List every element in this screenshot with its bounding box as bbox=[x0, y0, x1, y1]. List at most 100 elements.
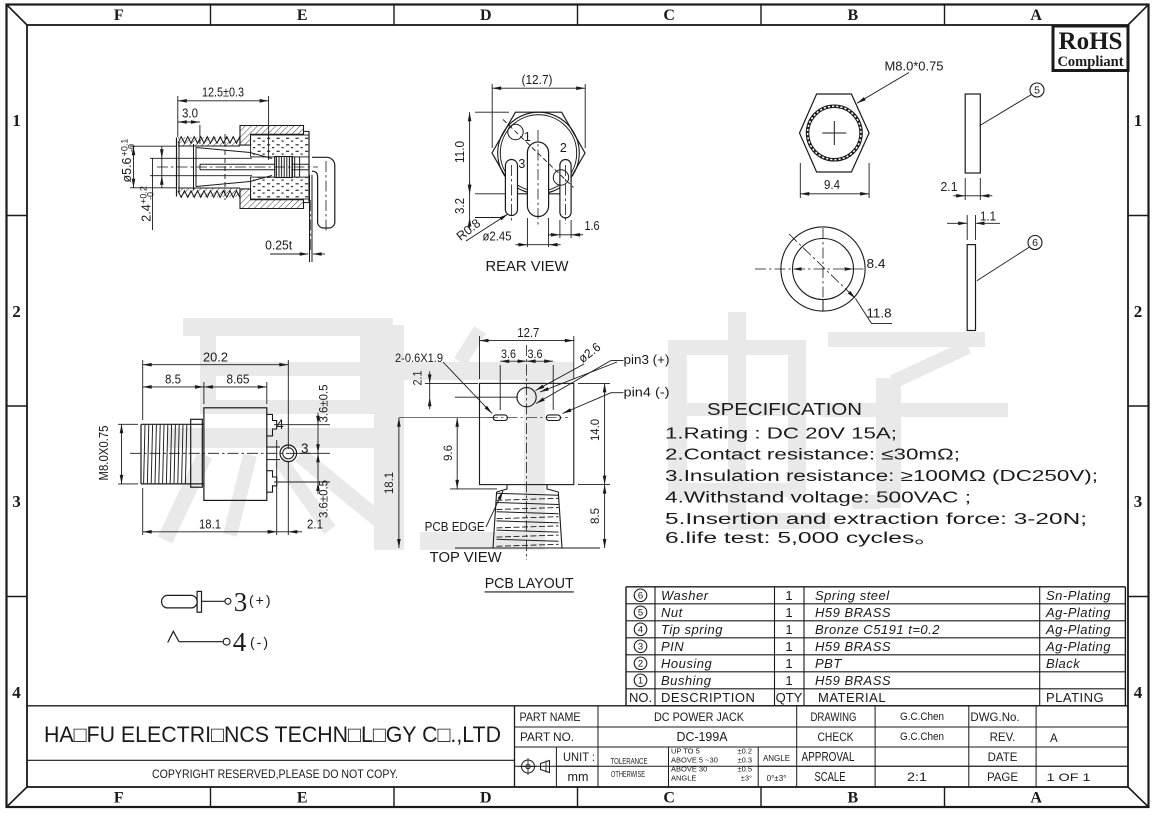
svg-text:3.6: 3.6 bbox=[528, 347, 543, 361]
svg-text:PLATING: PLATING bbox=[1046, 690, 1104, 705]
svg-text:PBT: PBT bbox=[815, 656, 842, 671]
svg-text:2.1: 2.1 bbox=[307, 518, 323, 532]
svg-text:5.Insertion and extraction for: 5.Insertion and extraction force: 3-20N; bbox=[665, 511, 1087, 528]
svg-text:11.8: 11.8 bbox=[867, 307, 892, 321]
svg-text:4.Withstand voltage: 500VAC ;: 4.Withstand voltage: 500VAC ; bbox=[665, 490, 971, 507]
svg-text:±0.3: ±0.3 bbox=[737, 756, 752, 765]
svg-text:Tip spring: Tip spring bbox=[661, 622, 723, 637]
svg-text:Compliant: Compliant bbox=[1057, 54, 1123, 70]
svg-text:PCB LAYOUT: PCB LAYOUT bbox=[485, 576, 574, 592]
svg-text:REAR VIEW: REAR VIEW bbox=[486, 259, 569, 275]
svg-text:OTHERWISE: OTHERWISE bbox=[611, 769, 645, 779]
svg-text:Nut: Nut bbox=[661, 605, 684, 620]
svg-text:QTY: QTY bbox=[776, 690, 803, 705]
svg-text:1.Rating : DC 20V 15A;: 1.Rating : DC 20V 15A; bbox=[665, 426, 897, 443]
svg-text:PAGE: PAGE bbox=[987, 772, 1018, 784]
svg-text:ANGLE: ANGLE bbox=[763, 754, 790, 763]
svg-text:8.5: 8.5 bbox=[165, 373, 181, 387]
svg-text:A: A bbox=[1030, 790, 1042, 807]
svg-text:ø5.6: ø5.6 bbox=[120, 157, 134, 182]
svg-text:-0: -0 bbox=[146, 192, 156, 200]
svg-text:1: 1 bbox=[638, 676, 643, 687]
svg-text:4: 4 bbox=[233, 627, 247, 657]
svg-text:0.25t: 0.25t bbox=[265, 239, 293, 253]
svg-text:B: B bbox=[847, 7, 858, 24]
svg-text:1.6: 1.6 bbox=[585, 219, 600, 233]
svg-text:G.C.Chen: G.C.Chen bbox=[900, 711, 944, 723]
svg-text:3.6±0.5: 3.6±0.5 bbox=[317, 384, 331, 422]
svg-text:APPROVAL: APPROVAL bbox=[802, 750, 855, 764]
svg-text:MATERIAL: MATERIAL bbox=[818, 690, 886, 705]
svg-text:(+): (+) bbox=[249, 592, 273, 608]
svg-text:8.65: 8.65 bbox=[227, 373, 250, 387]
svg-text:PCB EDGE: PCB EDGE bbox=[425, 520, 485, 534]
svg-text:DRAWING: DRAWING bbox=[811, 710, 857, 724]
svg-text:8.4: 8.4 bbox=[867, 257, 886, 271]
svg-text:Sn-Plating: Sn-Plating bbox=[1046, 588, 1111, 603]
svg-text:2: 2 bbox=[560, 141, 567, 155]
svg-text:2.4: 2.4 bbox=[140, 204, 154, 221]
svg-text:Bronze C5191 t=0.2: Bronze C5191 t=0.2 bbox=[815, 622, 940, 637]
svg-text:ø2.45: ø2.45 bbox=[483, 230, 512, 244]
svg-text:2.1: 2.1 bbox=[941, 180, 958, 194]
svg-text:H59 BRASS: H59 BRASS bbox=[815, 639, 891, 654]
svg-text:2.Contact resistance: ≤30mΩ;: 2.Contact resistance: ≤30mΩ; bbox=[665, 447, 960, 464]
svg-text:11.0: 11.0 bbox=[453, 141, 467, 163]
svg-text:CHECK: CHECK bbox=[818, 730, 854, 744]
svg-text:UP TO 5: UP TO 5 bbox=[671, 747, 700, 756]
svg-text:F: F bbox=[114, 790, 124, 807]
svg-text:2:1: 2:1 bbox=[907, 772, 927, 784]
svg-text:PART NO.: PART NO. bbox=[520, 730, 574, 744]
svg-text:Ag-Plating: Ag-Plating bbox=[1045, 639, 1111, 654]
svg-text:1: 1 bbox=[785, 588, 792, 603]
svg-text:14.0: 14.0 bbox=[588, 419, 602, 441]
svg-text:1 OF 1: 1 OF 1 bbox=[1047, 772, 1091, 784]
svg-text:18.1: 18.1 bbox=[382, 472, 396, 494]
svg-text:18.1: 18.1 bbox=[199, 518, 221, 532]
svg-text:+0.2: +0.2 bbox=[139, 186, 149, 204]
svg-text:1: 1 bbox=[1134, 111, 1143, 130]
svg-text:3: 3 bbox=[301, 441, 309, 456]
svg-text:D: D bbox=[480, 790, 492, 807]
svg-text:±0.2: ±0.2 bbox=[737, 747, 752, 756]
svg-text:Bushing: Bushing bbox=[661, 673, 712, 688]
svg-text:-0: -0 bbox=[127, 144, 137, 152]
svg-text:Black: Black bbox=[1046, 656, 1081, 671]
svg-text:9.6: 9.6 bbox=[441, 445, 455, 461]
svg-text:2: 2 bbox=[1134, 302, 1143, 321]
svg-text:C: C bbox=[663, 7, 675, 24]
svg-text:Ag-Plating: Ag-Plating bbox=[1045, 622, 1111, 637]
svg-text:6: 6 bbox=[1032, 237, 1038, 249]
svg-text:4: 4 bbox=[12, 683, 21, 702]
svg-text:TOP VIEW: TOP VIEW bbox=[430, 550, 502, 566]
svg-text:1: 1 bbox=[785, 673, 792, 688]
svg-text:SCALE: SCALE bbox=[815, 770, 846, 784]
svg-text:3.2: 3.2 bbox=[453, 198, 467, 214]
svg-text:TOLERANCE: TOLERANCE bbox=[611, 756, 648, 766]
svg-text:2-0.6X1.9: 2-0.6X1.9 bbox=[395, 351, 443, 365]
svg-text:±0.5: ±0.5 bbox=[737, 765, 752, 774]
svg-text:A: A bbox=[1030, 7, 1042, 24]
svg-text:ABOVE 5 ~30: ABOVE 5 ~30 bbox=[671, 756, 718, 765]
svg-text:5: 5 bbox=[638, 608, 643, 619]
svg-text:3.Insulation resistance: ≥100M: 3.Insulation resistance: ≥100MΩ (DC250V)… bbox=[665, 468, 1098, 485]
svg-text:12.5±0.3: 12.5±0.3 bbox=[202, 86, 244, 100]
svg-text:PIN: PIN bbox=[661, 639, 684, 654]
svg-text:M8.0*0.75: M8.0*0.75 bbox=[885, 60, 944, 74]
svg-text:Spring steel: Spring steel bbox=[815, 588, 890, 603]
svg-text:3: 3 bbox=[234, 587, 248, 617]
svg-text:1: 1 bbox=[785, 639, 792, 654]
svg-text:H59 BRASS: H59 BRASS bbox=[815, 673, 891, 688]
svg-text:DESCRIPTION: DESCRIPTION bbox=[661, 690, 755, 705]
svg-text:3.6: 3.6 bbox=[501, 347, 516, 361]
svg-text:12.7: 12.7 bbox=[517, 326, 539, 340]
svg-text:1: 1 bbox=[785, 605, 792, 620]
svg-text:(-): (-) bbox=[250, 634, 270, 650]
svg-text:+0.1: +0.1 bbox=[120, 139, 130, 157]
svg-text:RoHS: RoHS bbox=[1059, 28, 1123, 55]
svg-text:6: 6 bbox=[638, 591, 643, 602]
svg-text:3: 3 bbox=[1134, 492, 1143, 511]
svg-text:G.C.Chen: G.C.Chen bbox=[900, 731, 944, 743]
svg-text:2: 2 bbox=[12, 302, 21, 321]
svg-text:DC POWER JACK: DC POWER JACK bbox=[654, 710, 744, 724]
